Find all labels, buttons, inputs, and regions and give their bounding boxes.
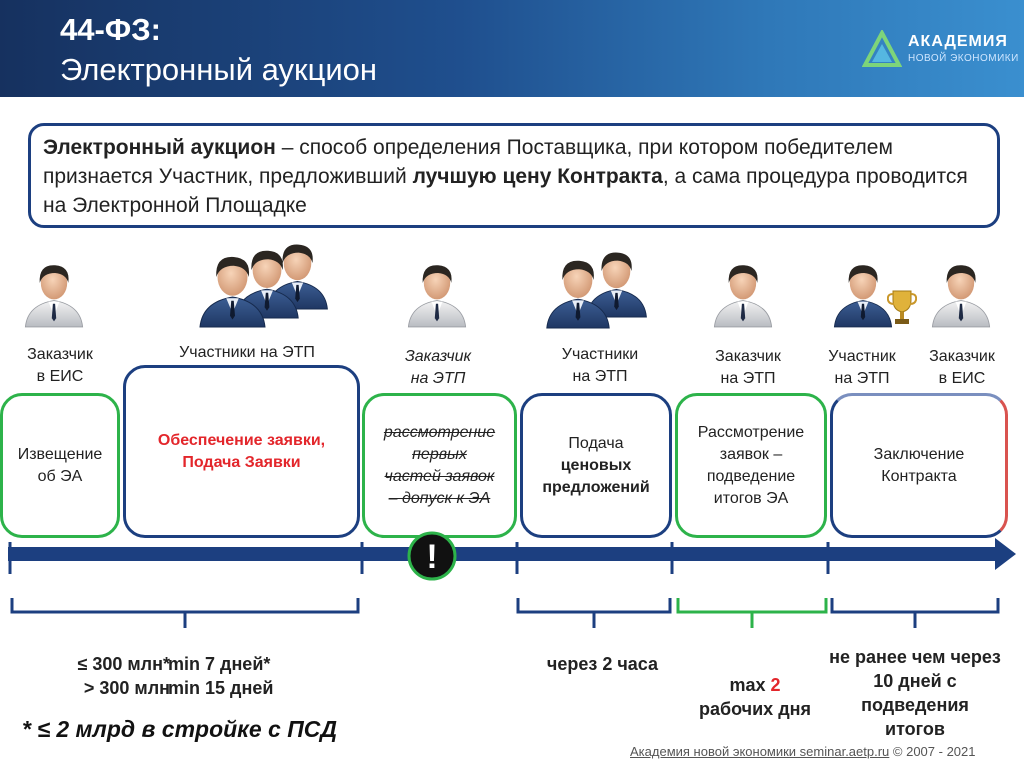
bracket-review [676, 598, 828, 628]
page-subtitle: Электронный аукцион [60, 52, 378, 87]
footnote: * ≤ 2 млрд в стройке с ПСД [22, 716, 337, 742]
trophy-icon [887, 290, 917, 324]
bracket-contract [830, 598, 1000, 628]
logo-name: АКАДЕМИЯ [908, 33, 1008, 50]
definition-emphasis: лучшую цену Контракта [412, 165, 663, 188]
person-icon [24, 264, 84, 328]
group-icon [546, 251, 647, 329]
svg-text:!: ! [426, 538, 437, 576]
logo-icon [862, 30, 902, 67]
footer: Академия новой экономики seminar.aetp.ru… [630, 744, 976, 759]
role-label-participants: Участники на ЭТП [179, 344, 315, 361]
bracket-submission [10, 598, 360, 628]
definition-term: Электронный аукцион [43, 136, 276, 159]
threshold-notes: ≤ 300 млн*> 300 млн [77, 654, 170, 698]
timeline-bar [8, 547, 998, 561]
max-days-note: max 2 рабочих дня [699, 675, 811, 719]
definition-text: Электронный аукцион – способ определения… [43, 133, 993, 220]
footer-copyright: © 2007 - 2021 [889, 744, 976, 759]
definition-part2: , а сама процедура проводится на Электро… [43, 165, 968, 217]
group-icon [199, 243, 328, 328]
timeline-svg [8, 538, 1016, 628]
page-title: 44-ФЗ: [60, 12, 162, 47]
person-icon [713, 264, 773, 328]
hours-note: через 2 часа [546, 654, 659, 674]
min-days-notes: min 7 дней*min 15 дней [168, 654, 274, 698]
definition-part1: – способ определения Поставщика, при кот… [43, 136, 893, 188]
person-icon [931, 264, 991, 328]
footer-link[interactable]: Академия новой экономики seminar.aetp.ru [630, 744, 890, 759]
bracket-price-offers [516, 598, 672, 628]
definition-box: Электронный аукцион – способ определения… [28, 123, 1000, 228]
header-banner: 44-ФЗ: Электронный аукцион АКАДЕМИЯ НОВО… [0, 0, 1024, 97]
person-icon [407, 264, 467, 328]
logo-subtitle: НОВОЙ ЭКОНОМИКИ [908, 53, 1019, 64]
stage-submission: Обеспечение заявки,Подача Заявки [123, 365, 360, 538]
alert-icon: ! [407, 531, 457, 581]
timeline-arrowhead [995, 538, 1016, 570]
